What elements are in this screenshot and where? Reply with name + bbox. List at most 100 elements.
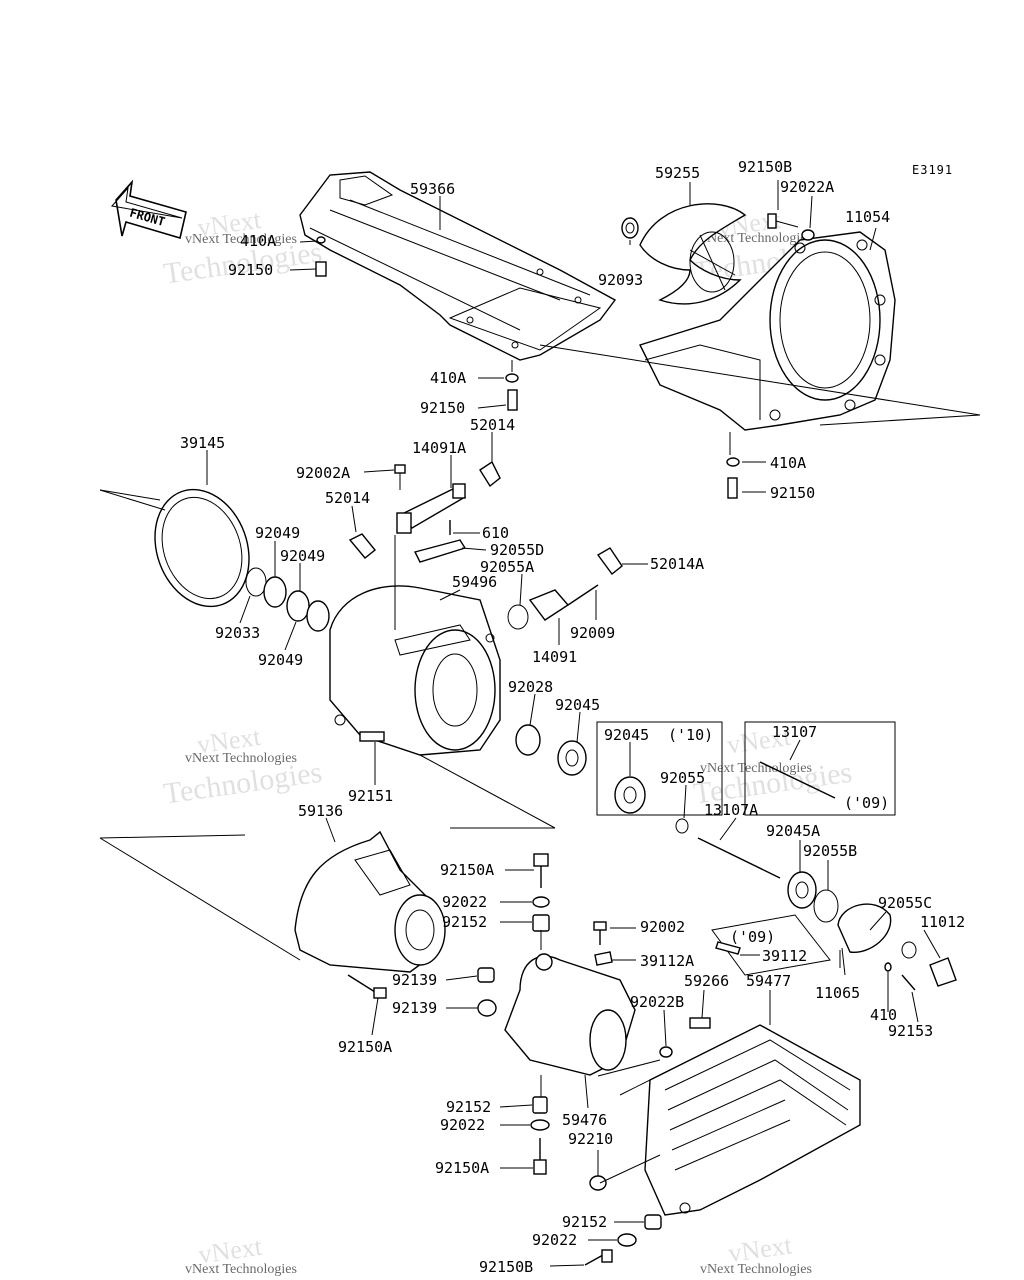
watermark-inline: vNext Technologies — [700, 761, 812, 776]
bushing-92093 — [621, 217, 639, 239]
nozzle-59476 — [504, 953, 636, 1076]
label-14091: 14091 — [532, 648, 577, 666]
fitting-52014-a — [479, 460, 501, 488]
label-92033: 92033 — [215, 624, 260, 642]
label-59266: 59266 — [684, 972, 729, 990]
bolt-92151 — [359, 731, 385, 742]
label-92022-a: 92022 — [442, 893, 487, 911]
variant-box-09-shaft — [744, 721, 896, 816]
label-59496: 59496 — [452, 573, 497, 591]
watermark-inline: vNext Technologies — [700, 1262, 812, 1277]
bearing-92028 — [515, 724, 541, 756]
label-92045-a: 92045 — [555, 696, 600, 714]
fitting-52014-b — [348, 533, 376, 559]
label-92152-b: 92152 — [446, 1098, 491, 1116]
front-arrow-icon: FRONT — [111, 179, 187, 240]
washer-92022A — [801, 229, 815, 241]
washer-92022-a — [532, 896, 550, 908]
label-59476: 59476 — [562, 1111, 607, 1129]
label-92150B-top: 92150B — [738, 158, 792, 176]
label-39112A: 39112A — [640, 952, 694, 970]
bolt-92002A — [394, 464, 406, 490]
watermark-inline: vNext Technologies — [185, 1262, 297, 1277]
leader-lines — [206, 180, 941, 1267]
bolt-92150B-bottom — [584, 1249, 613, 1266]
label-92002A: 92002A — [296, 464, 350, 482]
label-52014-a: 52014 — [470, 416, 515, 434]
clip-39112A — [594, 951, 613, 966]
shaft-13107A — [697, 837, 781, 879]
watermark-inline: vNext Technologies — [700, 231, 812, 246]
bracket-14091A — [396, 483, 467, 534]
label-92150A-b: 92150A — [338, 1038, 392, 1056]
seals-92049 — [263, 576, 330, 632]
bearing-92045-a — [557, 740, 587, 776]
bolt-92150A-b — [347, 974, 387, 999]
label-59477: 59477 — [746, 972, 791, 990]
impeller-part — [639, 203, 747, 305]
washer-92022-b — [530, 1119, 550, 1131]
label-11065: 11065 — [815, 984, 860, 1002]
label-92152-a: 92152 — [442, 913, 487, 931]
label-92152-c: 92152 — [562, 1213, 607, 1231]
ride-plate-part — [299, 171, 617, 361]
label-92150-a: 92150 — [228, 261, 273, 279]
bolt-92150A-c — [533, 1138, 547, 1175]
oring-92055C — [901, 941, 917, 959]
bolt-92150-c — [727, 477, 738, 499]
oring-92055B — [813, 889, 839, 923]
cap-11065 — [837, 903, 892, 953]
label-92150-b: 92150 — [420, 399, 465, 417]
label-92151: 92151 — [348, 787, 393, 805]
bolt-92002 — [593, 921, 607, 945]
label-09-a: ('09) — [844, 794, 889, 812]
spacer-92152-a — [532, 914, 550, 932]
spacer-92152-c — [644, 1214, 662, 1230]
label-13107A: 13107A — [704, 801, 758, 819]
label-92093: 92093 — [598, 271, 643, 289]
bolt-92150-b — [507, 389, 518, 411]
oring-92055 — [675, 818, 689, 834]
label-13107: 13107 — [772, 723, 817, 741]
label-410: 410 — [870, 1006, 897, 1024]
pump-case-part — [639, 231, 896, 431]
bushing-92139-a — [477, 967, 495, 983]
washer-410A-b — [505, 373, 519, 383]
fitting-52014A — [596, 547, 623, 576]
diagram-code: E3191 — [912, 163, 953, 177]
label-11012: 11012 — [920, 913, 965, 931]
label-59136: 59136 — [298, 802, 343, 820]
label-92009: 92009 — [570, 624, 615, 642]
variant-box-10 — [596, 721, 723, 816]
label-610: 610 — [482, 524, 509, 542]
bearing-92045A — [787, 871, 817, 909]
part-labels: 59366 59255 92150B 92022A 11054 410A 921… — [180, 158, 965, 1276]
bolt-92150B-top — [767, 213, 799, 229]
label-92210: 92210 — [568, 1130, 613, 1148]
label-92139-b: 92139 — [392, 999, 437, 1017]
label-92028: 92028 — [508, 678, 553, 696]
label-92055D: 92055D — [490, 541, 544, 559]
plate-14091 — [528, 589, 570, 621]
label-92055A: 92055A — [480, 558, 534, 576]
gasket-92055D — [413, 539, 467, 563]
washer-410 — [884, 962, 892, 972]
label-52014-b: 52014 — [325, 489, 370, 507]
bushing-92210 — [589, 1175, 607, 1191]
stator-59136 — [294, 830, 446, 973]
label-39145: 39145 — [180, 434, 225, 452]
washer-92022-c — [617, 1233, 637, 1247]
bolt-92009 — [567, 584, 599, 606]
label-92153: 92153 — [888, 1022, 933, 1040]
label-92049-a: 92049 — [255, 524, 300, 542]
bushing-92139-b — [477, 999, 497, 1017]
label-410A-a: 410A — [240, 232, 276, 250]
label-92049-c: 92049 — [258, 651, 303, 669]
label-39112: 39112 — [762, 947, 807, 965]
watermark-inline: vNext Technologies — [185, 232, 297, 247]
label-92055: 92055 — [660, 769, 705, 787]
label-59255: 59255 — [655, 164, 700, 182]
ring-39145 — [154, 488, 250, 608]
label-52014A: 52014A — [650, 555, 704, 573]
